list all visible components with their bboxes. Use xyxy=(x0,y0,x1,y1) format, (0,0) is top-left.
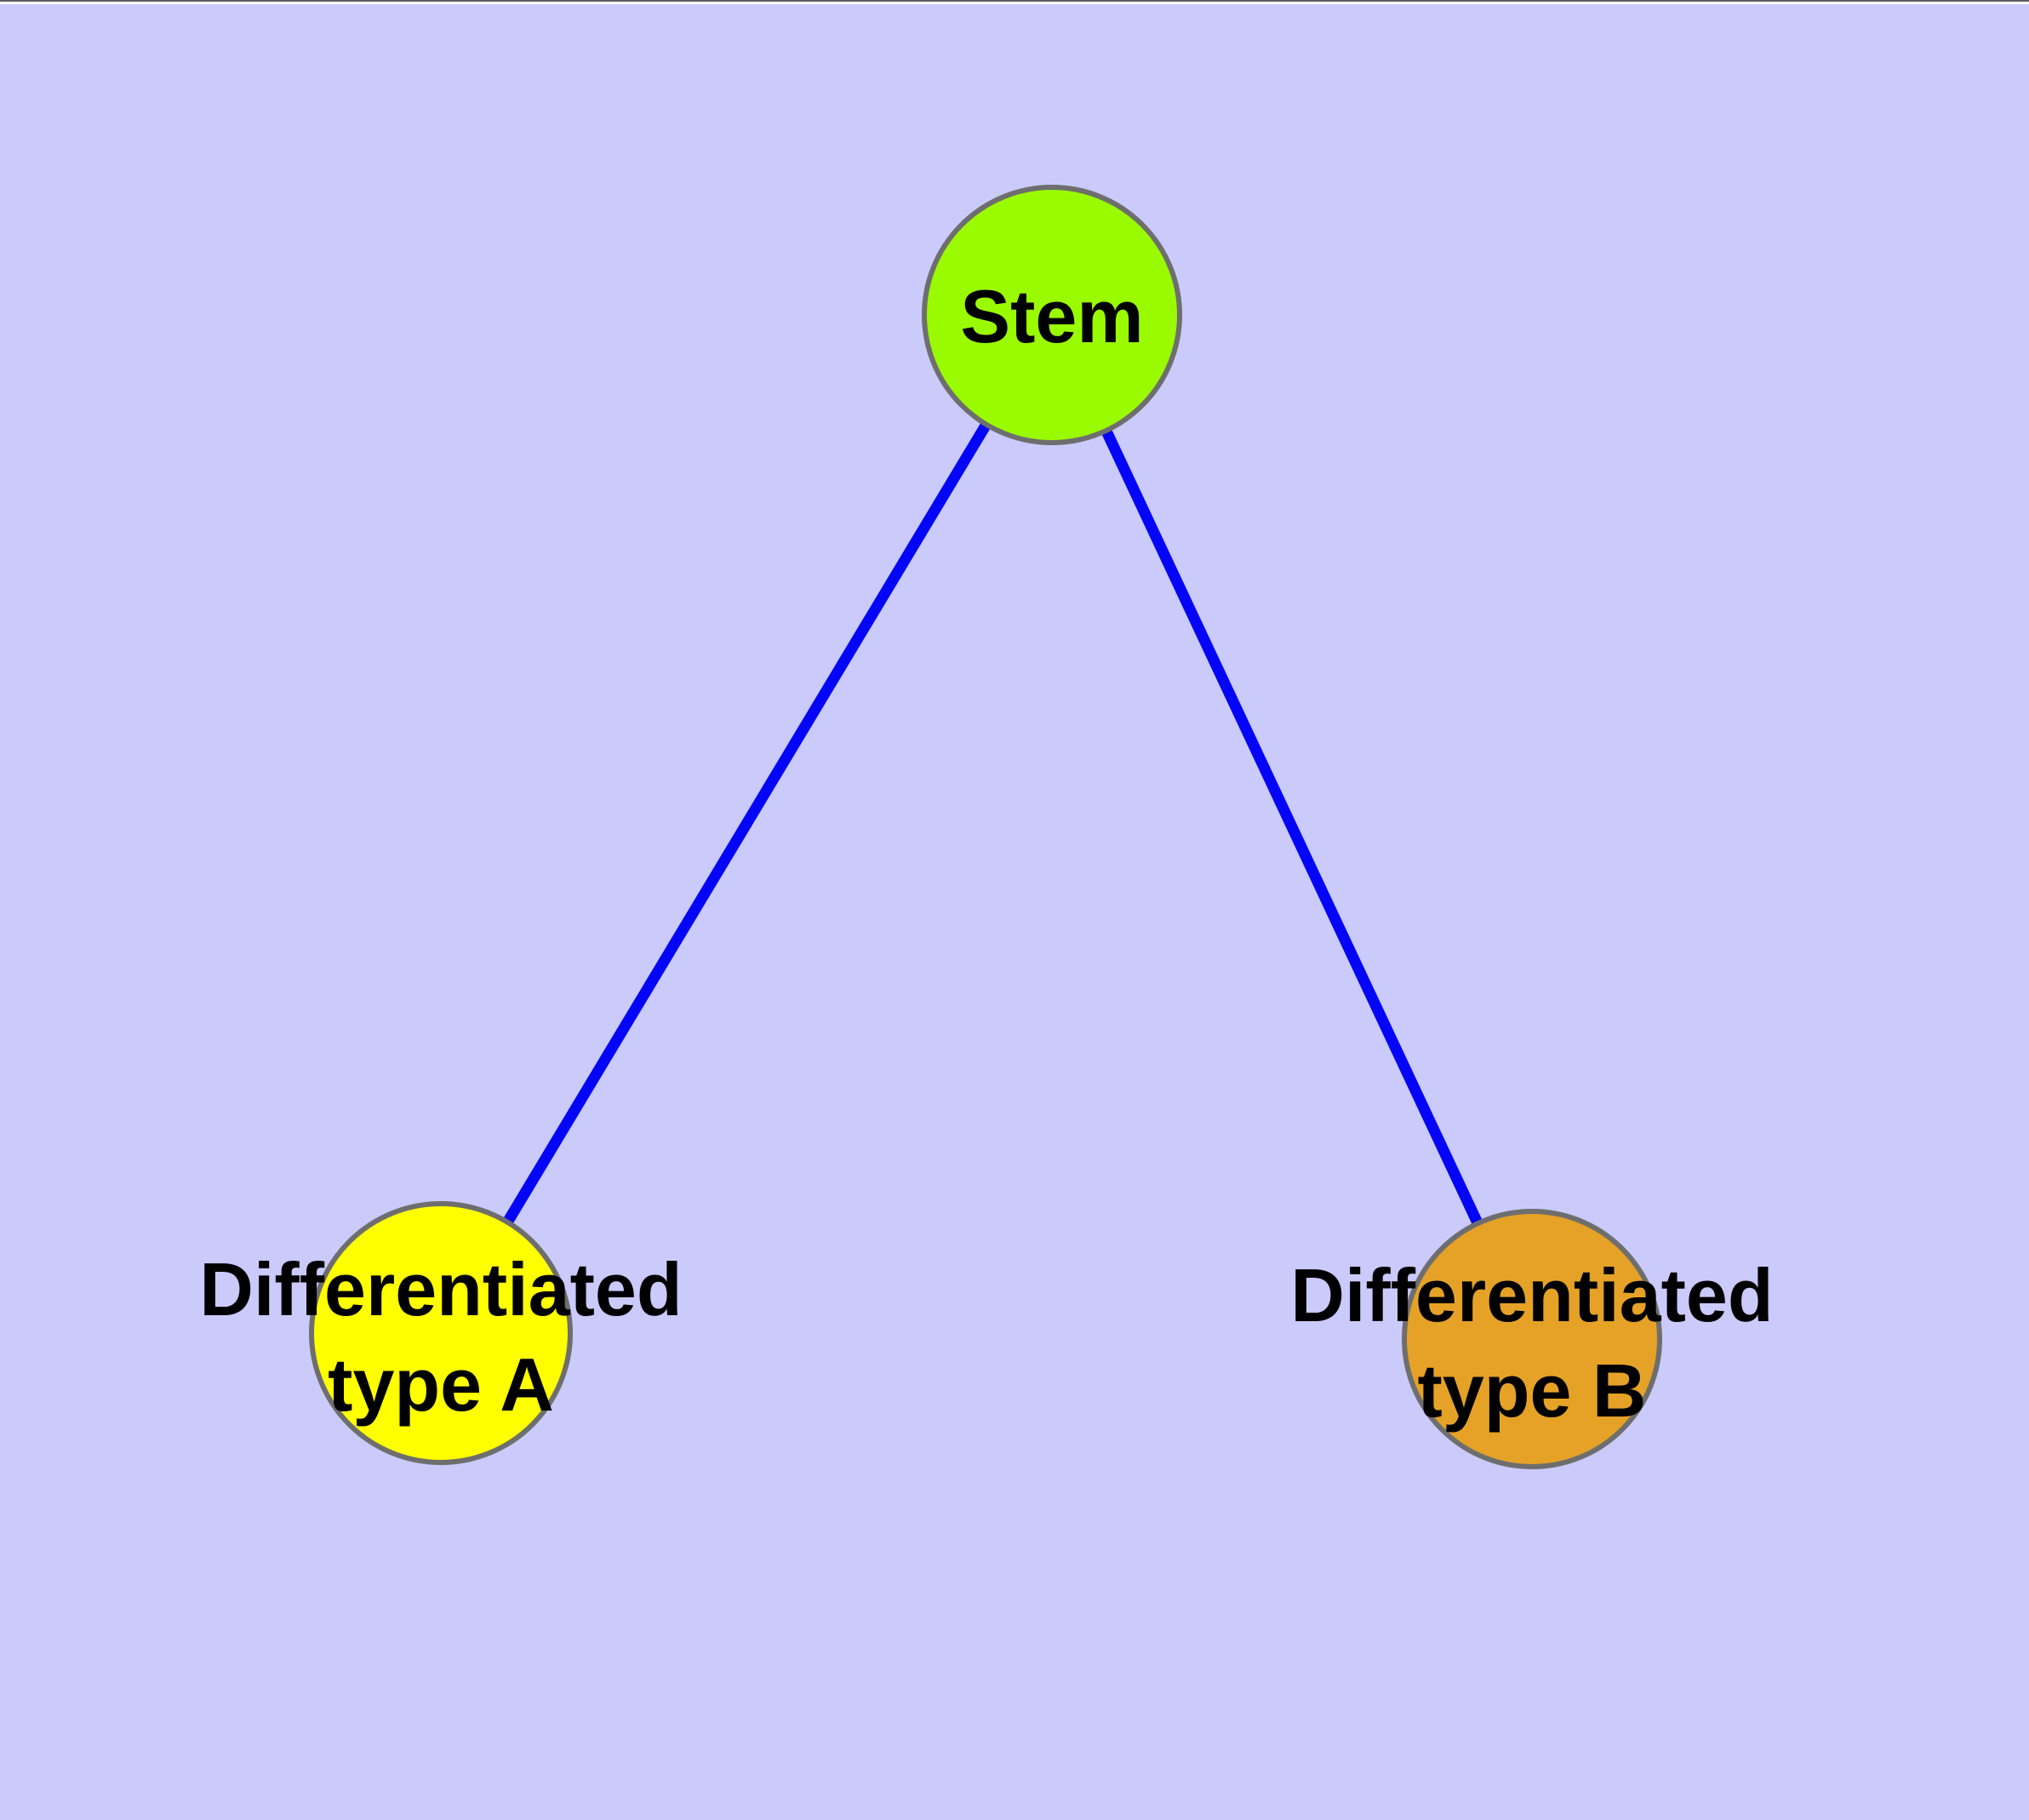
node-differentiated-type-b-circle xyxy=(1402,1209,1662,1469)
node-differentiated-type-b: Differentiated type B xyxy=(1290,1209,1774,1469)
edge-stem-to-type-b xyxy=(1047,312,1537,1342)
edge-stem-to-type-a xyxy=(436,312,1057,1336)
node-differentiated-type-b-label-line1: Differentiated xyxy=(1290,1253,1773,1337)
node-differentiated-type-b-label-line2: type B xyxy=(1418,1348,1647,1433)
node-differentiated-type-a-circle xyxy=(309,1201,573,1465)
node-stem: Stem xyxy=(922,185,1182,445)
edges xyxy=(436,312,1537,1342)
node-differentiated-type-a: Differentiated type A xyxy=(199,1201,683,1465)
node-stem-circle xyxy=(922,185,1182,445)
node-differentiated-type-a-label-line1: Differentiated xyxy=(199,1247,682,1331)
node-stem-label: Stem xyxy=(960,274,1143,358)
node-differentiated-type-a-label-line2: type A xyxy=(328,1342,554,1427)
window-top-edge-line xyxy=(0,0,2029,2)
window-top-edge-strip xyxy=(0,2,2029,4)
